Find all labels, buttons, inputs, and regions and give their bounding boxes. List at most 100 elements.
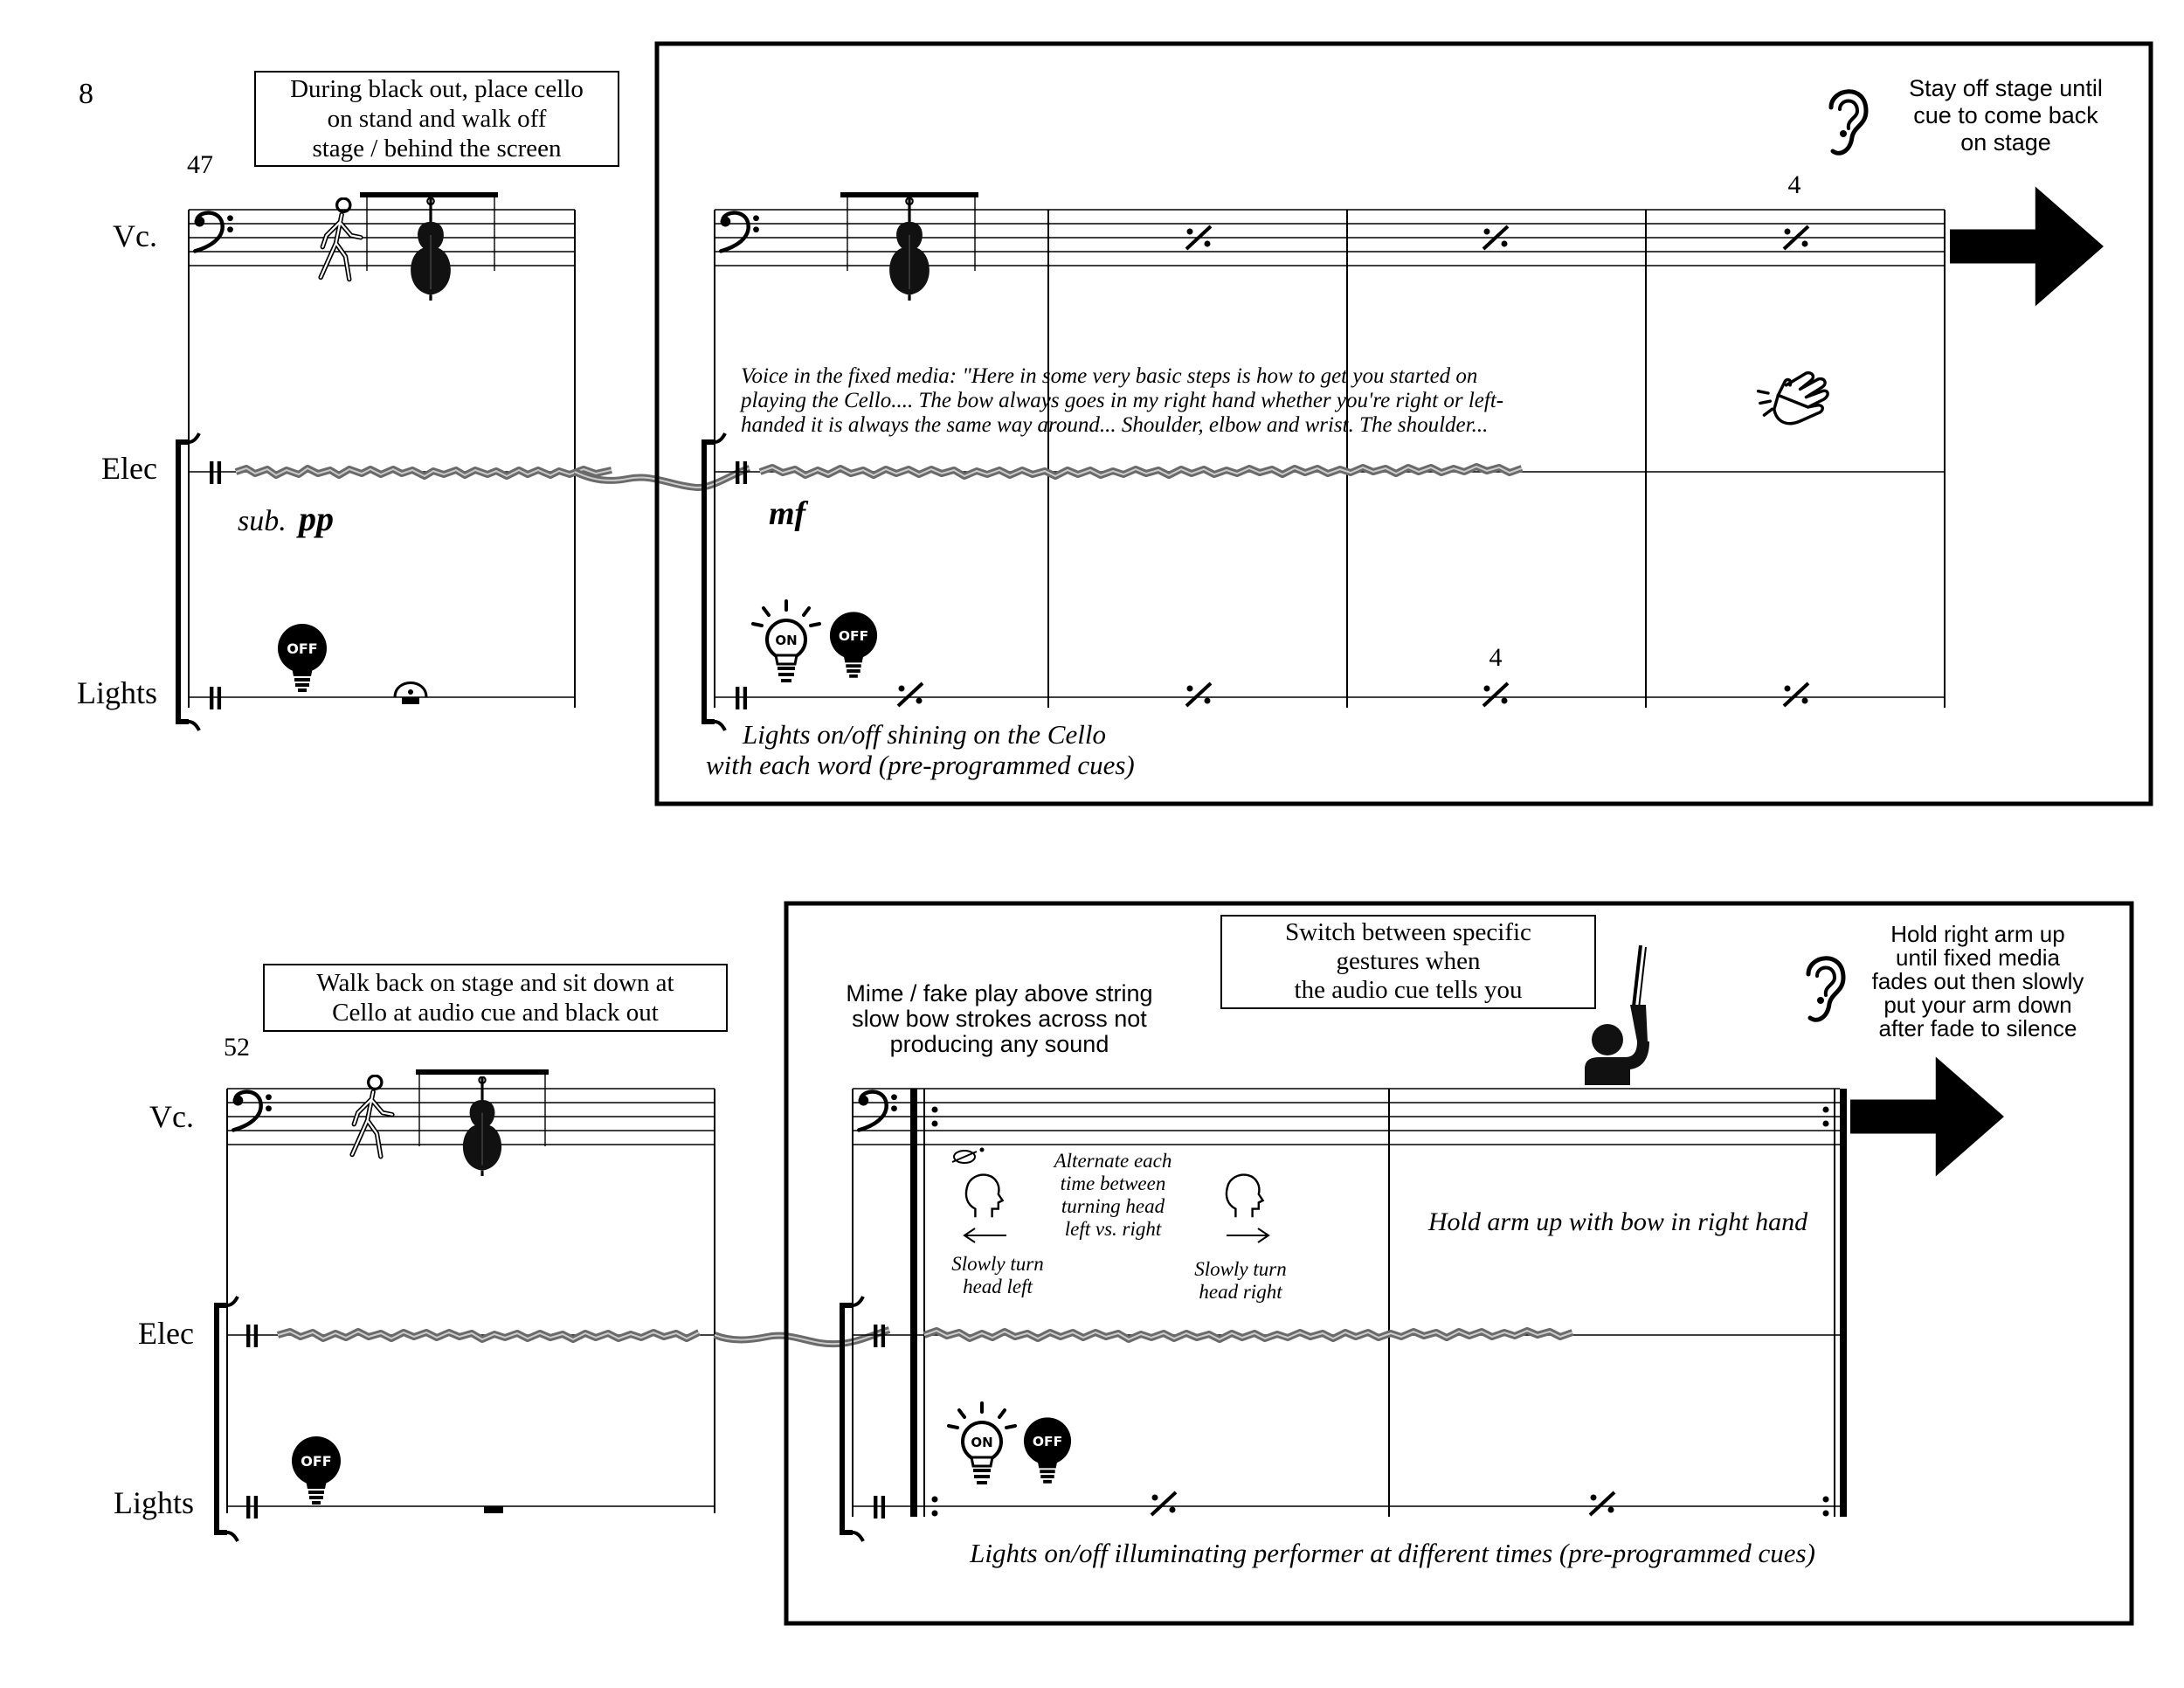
ear-note-line: Stay off stage until [1909, 75, 2103, 101]
alternate-text-line: Alternate each [1053, 1150, 1172, 1172]
hold-arm-text: Hold arm up with bow in right hand [1427, 1207, 1808, 1236]
switch-box-line: Switch between specific [1285, 918, 1531, 946]
repeat-count: 4 [1788, 170, 1801, 199]
ear-note-line: put your arm down [1883, 992, 2071, 1018]
staff-label-electronics: Elec [138, 1316, 194, 1351]
bow-sign-icon [951, 1147, 985, 1164]
cello-beam [840, 192, 978, 197]
turn-right-line: head right [1199, 1281, 1282, 1303]
whole-rest [484, 1506, 503, 1513]
staff-label-cello: Vc. [149, 1099, 194, 1134]
percussion-clef-icon [210, 687, 222, 709]
dynamic-marking: mf [769, 495, 809, 532]
system-1: During black out, place cello on stand a… [77, 41, 2153, 806]
walking-person-icon [321, 198, 361, 280]
alternate-text-line: time between [1061, 1173, 1166, 1194]
repeat-end-barline [1840, 1089, 1847, 1517]
switch-box-line: gestures when [1336, 947, 1481, 975]
ear-icon [1808, 958, 1843, 1020]
fermata-icon [393, 681, 428, 704]
boxed-section: Stay off stage until cue to come back on… [654, 41, 2153, 806]
percussion-clef-icon [874, 1496, 886, 1519]
ear-note-line: Hold right arm up [1890, 921, 2064, 947]
percussion-clef-icon [246, 1496, 259, 1519]
measure-number: 52 [224, 1033, 250, 1062]
light-bulb-on-icon [947, 1401, 1017, 1486]
lights-caption-line: Lights on/off shining on the Cello [742, 719, 1106, 750]
page-number: 8 [79, 78, 93, 110]
right-arrow-icon [1850, 1056, 2004, 1177]
turn-left-line: Slowly turn [951, 1253, 1043, 1275]
cello-icon [409, 197, 453, 301]
alternate-text-line: turning head [1061, 1195, 1165, 1217]
note-box [254, 71, 619, 167]
mime-note-line: slow bow strokes across not [852, 1006, 1147, 1032]
staff-bracket [176, 439, 189, 724]
voice-text-line: playing the Cello.... The bow always goe… [739, 389, 1503, 412]
ear-note-line: until fixed media [1896, 944, 2060, 971]
light-bulb-off-icon [829, 612, 878, 678]
light-bulb-off-icon [292, 1436, 341, 1505]
measure-number: 47 [187, 150, 213, 179]
cello-beam [360, 192, 498, 197]
repeat-slash-icon [1482, 681, 1510, 708]
head-profile-icon [964, 1173, 1004, 1219]
bass-clef-icon [233, 1092, 272, 1131]
light-bulb-off-icon [1023, 1417, 1072, 1484]
ear-note-line: on stage [1960, 129, 2051, 156]
bass-clef-icon [721, 213, 759, 252]
ear-note-line: cue to come back [1913, 102, 2098, 128]
left-arrow-icon [963, 1228, 1006, 1243]
bass-clef-icon [859, 1092, 897, 1131]
turn-right-line: Slowly turn [1194, 1258, 1286, 1280]
staff-label-lights: Lights [77, 675, 157, 710]
lights-caption: Lights on/off illuminating performer at … [969, 1538, 1815, 1568]
note-box-line: stage / behind the screen [312, 135, 562, 163]
staff-label-lights: Lights [114, 1485, 194, 1520]
staff-bracket [840, 1303, 853, 1535]
cello-staff [189, 209, 575, 266]
voice-text-line: handed it is always the same way around.… [741, 413, 1488, 437]
repeat-slash-icon [1782, 681, 1810, 708]
percussion-clef-icon [210, 461, 222, 484]
ear-note-line: after fade to silence [1879, 1015, 2077, 1041]
repeat-slash-icon [896, 681, 924, 708]
right-arrow-small-icon [1227, 1228, 1270, 1243]
boxed-section: Mime / fake play above string slow bow s… [784, 901, 2134, 1626]
note-box-line: Cello at audio cue and black out [332, 999, 659, 1027]
cello-icon [888, 197, 931, 301]
note-box [263, 964, 728, 1032]
light-bulb-off-icon [278, 624, 327, 692]
cello-beam [416, 1069, 549, 1075]
dynamic-prefix: sub. [238, 505, 287, 537]
head-profile-icon [1225, 1173, 1264, 1219]
staff-label-cello: Vc. [113, 218, 157, 253]
repeat-count: 4 [1489, 643, 1503, 672]
percussion-clef-icon [246, 1325, 259, 1347]
mime-note-line: producing any sound [890, 1031, 1109, 1057]
staff-bracket [702, 439, 715, 724]
alternate-text-line: left vs. right [1065, 1218, 1162, 1240]
ear-icon [1831, 92, 1866, 154]
system-2: Walk back on stage and sit down at Cello… [114, 901, 2134, 1626]
note-box-line: Walk back on stage and sit down at [316, 969, 674, 997]
ear-note-line: fades out then slowly [1872, 968, 2084, 994]
note-box-line: on stand and walk off [328, 105, 547, 133]
repeat-start-barline [910, 1089, 917, 1517]
clapping-hands-icon [1756, 370, 1830, 425]
repeat-slash-icon [1588, 1491, 1616, 1517]
note-box-line: During black out, place cello [290, 75, 584, 103]
light-bulb-on-icon [751, 599, 821, 684]
repeat-slash-icon [1150, 1491, 1178, 1517]
mime-note-line: Mime / fake play above string [846, 980, 1152, 1007]
dynamic-marking: pp [296, 499, 334, 538]
voice-text-line: Voice in the fixed media: "Here in some … [741, 364, 1477, 388]
staff-label-electronics: Elec [101, 451, 157, 486]
repeat-slash-icon [1185, 681, 1213, 708]
switch-box-line: the audio cue tells you [1295, 976, 1523, 1004]
percussion-clef-icon [736, 687, 748, 709]
staff-bracket [214, 1303, 227, 1535]
turn-left-line: head left [963, 1276, 1033, 1297]
lights-caption-line: with each word (pre-programmed cues) [706, 750, 1135, 780]
